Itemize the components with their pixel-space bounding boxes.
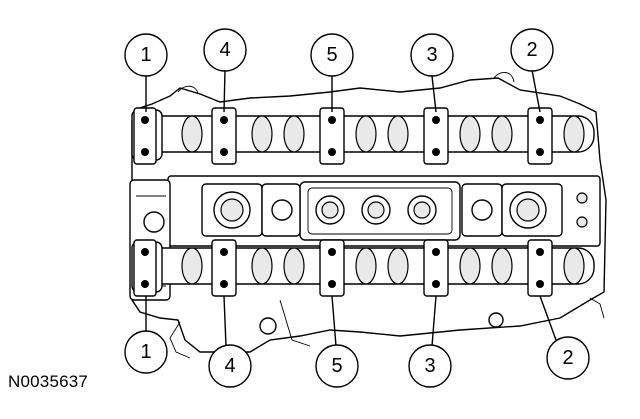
cap-bolts-bottom — [141, 248, 544, 288]
svg-text:1: 1 — [140, 44, 151, 66]
center-panel — [167, 175, 601, 247]
figure-reference-code: N0035637 — [8, 372, 89, 391]
lower-details — [259, 299, 504, 347]
cam-lobes-top — [181, 115, 585, 153]
svg-text:4: 4 — [219, 39, 230, 61]
camshaft-top — [131, 107, 595, 165]
svg-text:2: 2 — [526, 39, 537, 61]
callout-bottom-2: 2 — [546, 336, 590, 380]
cap-bolts-top — [141, 116, 544, 156]
callout-top-4: 4 — [203, 28, 247, 72]
svg-text:5: 5 — [331, 355, 342, 377]
svg-text:4: 4 — [224, 355, 235, 377]
camshaft-bottom — [131, 239, 595, 297]
svg-text:2: 2 — [562, 347, 573, 369]
svg-text:5: 5 — [326, 44, 337, 66]
callout-top-5: 5 — [310, 33, 354, 77]
svg-text:3: 3 — [424, 355, 435, 377]
callouts-top: 1 4 5 3 2 — [124, 28, 554, 77]
svg-text:1: 1 — [140, 341, 151, 363]
callout-bottom-3: 3 — [408, 344, 452, 388]
callout-bottom-4: 4 — [208, 344, 252, 388]
callout-bottom-1: 1 — [124, 330, 168, 374]
callouts-bottom: 1 4 5 3 2 — [124, 330, 590, 388]
cam-lobes-bottom — [181, 247, 585, 285]
leader-lines — [145, 69, 557, 347]
callout-top-1: 1 — [124, 33, 168, 77]
svg-text:3: 3 — [426, 44, 437, 66]
callout-top-3: 3 — [410, 33, 454, 77]
bearing-caps-top — [133, 107, 553, 165]
callout-bottom-5: 5 — [315, 344, 359, 388]
callout-top-2: 2 — [510, 28, 554, 72]
bearing-caps-bottom — [133, 239, 553, 297]
